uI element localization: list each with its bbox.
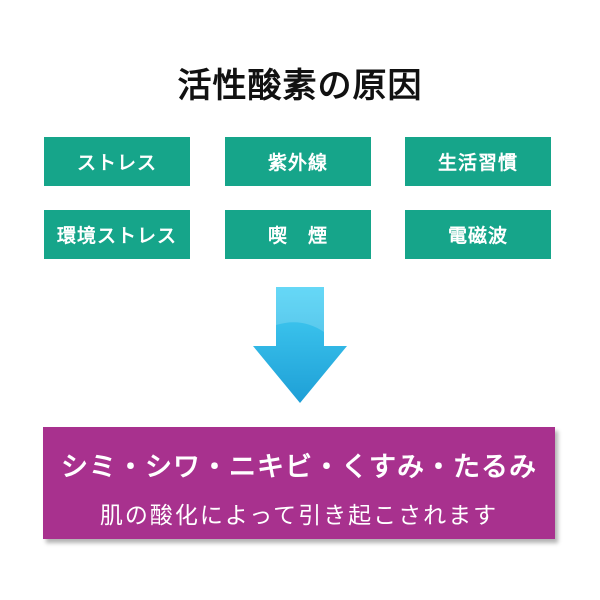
cause-box-environment: 環境ストレス <box>44 210 190 259</box>
cause-box-smoking: 喫 煙 <box>225 210 371 259</box>
result-main-text: シミ・シワ・ニキビ・くすみ・たるみ <box>61 452 537 483</box>
page-title: 活性酸素の原因 <box>177 66 423 106</box>
down-arrow-icon <box>253 287 347 403</box>
cause-box-uv: 紫外線 <box>225 137 371 186</box>
cause-box-lifestyle: 生活習慣 <box>405 137 551 186</box>
result-box: シミ・シワ・ニキビ・くすみ・たるみ 肌の酸化によって引き起こされます <box>43 427 555 539</box>
cause-box-stress: ストレス <box>44 137 190 186</box>
result-sub-text: 肌の酸化によって引き起こされます <box>99 503 499 529</box>
cause-box-em-waves: 電磁波 <box>405 210 551 259</box>
